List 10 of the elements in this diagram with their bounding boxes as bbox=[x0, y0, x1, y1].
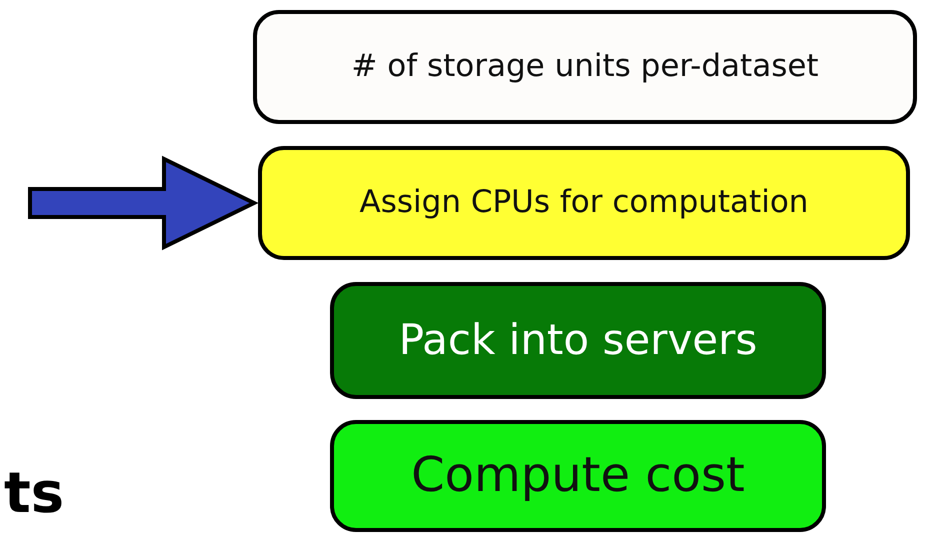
process-box bbox=[258, 146, 910, 260]
process-box bbox=[253, 10, 917, 124]
heading-fragment: ts bbox=[4, 466, 64, 522]
box-label: # of storage units per-dataset bbox=[350, 49, 820, 85]
box-label: Compute cost bbox=[410, 448, 746, 504]
box-label: Assign CPUs for computation bbox=[358, 185, 810, 221]
process-box bbox=[330, 282, 826, 399]
process-box bbox=[330, 420, 826, 532]
box-label: Pack into servers bbox=[398, 316, 758, 365]
block-arrow bbox=[28, 156, 259, 250]
